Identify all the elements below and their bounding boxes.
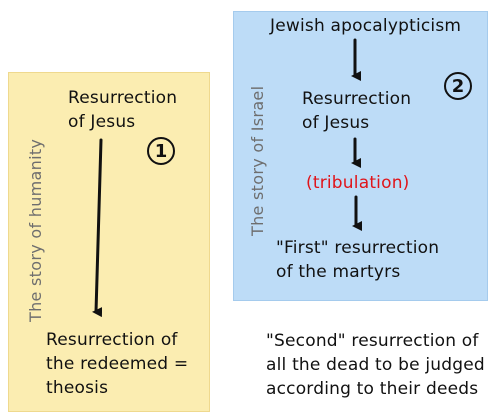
panel-number-badge-1: 1 bbox=[147, 137, 175, 165]
node-jewish-apocalypticism: Jewish apocalypticism bbox=[270, 16, 462, 36]
panel-number-badge-2: 2 bbox=[444, 72, 472, 100]
humanity-side-label: The story of humanity bbox=[26, 138, 45, 322]
node-resurrection-of-jesus-humanity: Resurrection of Jesus bbox=[68, 88, 178, 132]
humanity-panel bbox=[8, 72, 210, 412]
node-second-resurrection: "Second" resurrection of all the dead to… bbox=[266, 331, 485, 399]
israel-side-label: The story of Israel bbox=[248, 85, 267, 236]
israel-panel bbox=[233, 11, 488, 301]
node-resurrection-of-redeemed: Resurrection of the redeemed = theosis bbox=[46, 330, 189, 398]
node-tribulation: (tribulation) bbox=[306, 173, 410, 193]
node-first-resurrection: "First" resurrection of the martyrs bbox=[276, 238, 440, 282]
node-resurrection-of-jesus-israel: Resurrection of Jesus bbox=[302, 89, 412, 133]
